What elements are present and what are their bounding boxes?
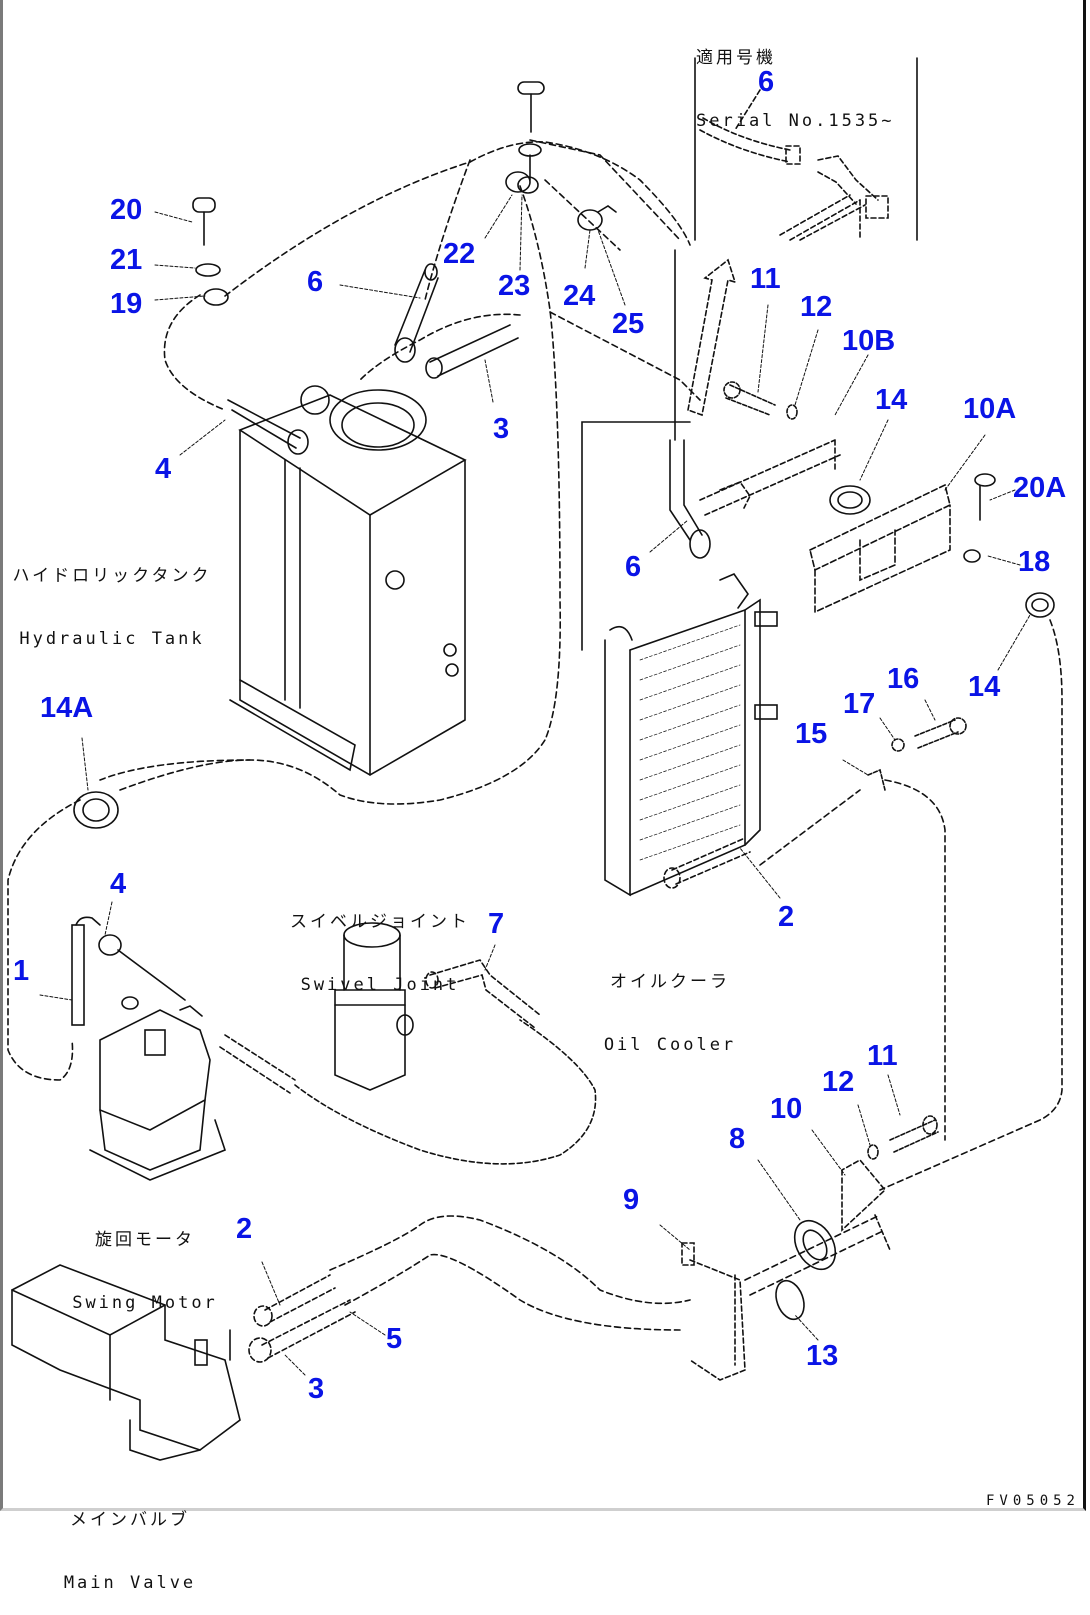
inset-caption-jp: 適用号機 (696, 48, 776, 68)
part-label: 3 (308, 1373, 325, 1405)
caption-main-valve-en: Main Valve (63, 1573, 197, 1593)
part-label: 23 (498, 270, 531, 302)
caption-swing-motor-en: Swing Motor (72, 1293, 218, 1313)
bracket-10 (841, 1158, 891, 1251)
bracket-10b (699, 439, 841, 516)
part-label: 8 (729, 1123, 746, 1155)
part-label: 25 (612, 308, 645, 340)
part-label: 5 (386, 1323, 403, 1355)
gasket-14 (829, 485, 871, 515)
part-label: 21 (110, 244, 143, 276)
hydraulic-tank-drawing (229, 385, 467, 776)
piping-left (7, 759, 251, 1081)
bracket-line (581, 249, 691, 651)
hoses-2-3-5-lower (248, 1274, 356, 1363)
caption-main-valve: メインバルブ Main Valve (55, 1468, 205, 1615)
bolt-20 (192, 197, 229, 306)
part-label: 3 (493, 413, 510, 445)
part-label: 14 (875, 384, 908, 416)
clamp (577, 205, 617, 231)
piping-right (759, 619, 1063, 1191)
inset-hose (699, 89, 889, 241)
caption-swing-motor-jp: 旋回モータ (95, 1230, 195, 1250)
part-label: 4 (155, 453, 172, 485)
bolt-11-top (723, 381, 798, 420)
main-valve-drawing (11, 1264, 241, 1461)
part-label: 17 (843, 688, 876, 720)
hose-1 (71, 916, 186, 1026)
bolt-16 (867, 717, 967, 791)
drawing-frame (0, 0, 1086, 1511)
part-label: 12 (822, 1066, 855, 1098)
part-label: 2 (778, 901, 795, 933)
part-label: 24 (563, 280, 596, 312)
caption-swing-motor: 旋回モータ Swing Motor (70, 1188, 220, 1335)
inset-caption: 適用号機 Serial No.1535~ (696, 6, 895, 153)
gasket-14-lower (1025, 592, 1055, 618)
hose-3-tank (425, 324, 519, 379)
hose-7 (425, 959, 541, 1029)
part-label: 2 (236, 1213, 253, 1245)
caption-main-valve-jp: メインバルブ (70, 1510, 190, 1530)
hose-6-tank (394, 263, 439, 363)
bolt-20a (974, 473, 996, 521)
oil-cooler-drawing (604, 573, 778, 897)
part-label: 14A (40, 692, 94, 724)
swing-motor-drawing (89, 996, 226, 1181)
part-label: 11 (867, 1040, 898, 1072)
caption-oil-cooler: オイルクーラ Oil Cooler (595, 930, 745, 1077)
bolt-11-lower (867, 1115, 939, 1160)
o-ring-13 (775, 1279, 805, 1321)
flange-8 (793, 1219, 837, 1271)
bolt-top (505, 81, 545, 194)
caption-hydraulic-tank-jp: ハイドロリックタンク (12, 566, 212, 586)
hose-4-tank (227, 399, 309, 455)
leader-lines (39, 194, 1031, 1376)
part-label: 10A (963, 393, 1017, 425)
piping-lower (329, 1214, 886, 1331)
drawing-code: FV05052 (985, 1493, 1080, 1509)
part-label: 20 (110, 194, 143, 226)
hose-2-cooler (663, 837, 751, 889)
hose-motor (219, 1019, 597, 1165)
part-label: 10 (770, 1093, 803, 1125)
caption-hydraulic-tank-en: Hydraulic Tank (19, 629, 205, 649)
part-label: 1 (13, 955, 30, 987)
part-label: 11 (750, 263, 781, 295)
swivel-joint-drawing (334, 922, 414, 1091)
part-label: 4 (110, 868, 127, 900)
caption-hydraulic-tank: ハイドロリックタンク Hydraulic Tank (12, 524, 212, 671)
part-label: 7 (488, 908, 505, 940)
gasket-14a (73, 791, 119, 829)
caption-swivel-joint-jp: スイベルジョイント (290, 912, 470, 932)
part-label: 6 (307, 266, 324, 298)
part-label: 13 (806, 1340, 839, 1372)
inset-frame (694, 57, 918, 241)
caption-oil-cooler-jp: オイルクーラ (610, 972, 730, 992)
caption-swivel-joint: スイベルジョイント Swivel Joint (280, 870, 480, 1017)
caption-swivel-joint-en: Swivel Joint (300, 975, 460, 995)
part-label: 12 (800, 291, 833, 323)
clip-18 (963, 549, 981, 563)
part-label: 22 (443, 238, 476, 270)
flow-arrow (687, 258, 737, 417)
parts-diagram (7, 57, 1063, 1461)
part-label: 18 (1018, 546, 1051, 578)
part-label: 6 (758, 66, 775, 98)
part-label: 10B (842, 325, 896, 357)
piping-loop-top (99, 139, 701, 805)
part-label: 9 (623, 1184, 640, 1216)
part-label: 20A (1013, 472, 1067, 504)
part-label: 14 (968, 671, 1001, 703)
bracket-9 (681, 1242, 746, 1381)
hose-6-cooler (669, 439, 711, 559)
bracket-10a (809, 483, 951, 614)
part-label: 16 (887, 663, 920, 695)
part-label: 6 (625, 551, 642, 583)
caption-oil-cooler-en: Oil Cooler (603, 1035, 737, 1055)
part-label: 15 (795, 718, 828, 750)
part-label: 19 (110, 288, 143, 320)
inset-caption-en: Serial No.1535~ (696, 111, 895, 131)
